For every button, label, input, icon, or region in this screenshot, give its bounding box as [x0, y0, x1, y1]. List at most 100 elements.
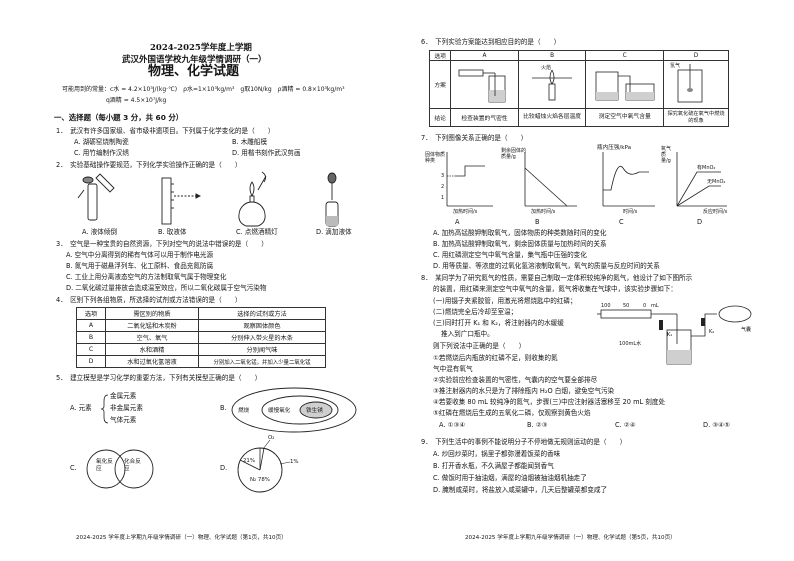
q4-header-cell: 选择的试剂或方法: [198, 307, 326, 320]
q5-d-label: 1%: [290, 459, 299, 465]
q7-b-xlabel: 加热时间/s: [531, 209, 556, 215]
q7-a-ylabel: 固体物质种类: [425, 152, 446, 164]
page-footer: 2024-2025 学年度上学期九年级学情调研（一）物理、化学试题（第1页，共1…: [76, 535, 287, 541]
graph-a: [446, 152, 493, 207]
q3-option-b: B. 氮气用于磁悬浮列车、化工原料、食品充氮防腐: [66, 262, 214, 270]
q8-step: (一)用镊子夹紧胶管，用激光将燃烧匙中的红磷；: [433, 297, 577, 305]
q5-b-label: 缓慢氧化: [268, 408, 291, 414]
q8-statement: ①若燃烧后内瓶放的红磷不足，则收集的氮: [433, 354, 558, 362]
q4-cell: 观察固体颜色: [198, 319, 326, 332]
q4-cell: 二氧化锰和木炭粉: [105, 319, 199, 332]
q7-letter: D: [697, 218, 703, 226]
q8-stem: 8． 某同学为了研究氮气的性质，需要自己制取一定体积较纯净的氮气，他设计了如下图…: [421, 274, 693, 282]
header-year: 2024-2025学年度上学期: [150, 43, 252, 53]
exam-page-right: 6． 下列实验方案能达到相应目的的是（ ） 选项 A B C D 方案: [397, 0, 794, 561]
q7-letter: C: [619, 218, 624, 226]
q9-stem: 9． 下列生活中的事例不能说明分子不停地做无规则运动的是（ ）: [421, 438, 627, 446]
q5-c-label: 化合反应: [124, 459, 141, 472]
q4-cell: 水和酒精: [105, 343, 199, 356]
graph-c: [602, 152, 655, 207]
q7-stem: 7． 下列图像关系正确的是（ ）: [421, 134, 528, 142]
overlap-circles-figure: [86, 449, 154, 489]
brace-figure: [100, 394, 109, 424]
q8-valve-label: K₂: [709, 329, 715, 335]
graph-b: [524, 152, 577, 207]
q6-row-head: 方案: [428, 60, 452, 109]
exam-page-left: 2024-2025学年度上学期 武汉外国语学校九年级学情调研（一） 物理、化学试…: [54, 43, 357, 541]
q6-col-head: C: [585, 50, 664, 61]
q7-option-d: D. 用等质量、等浓度的过氧化氢溶液制取氧气，氧气的质量与反应时间的关系: [433, 262, 660, 270]
q6-scheme-d: [663, 60, 729, 109]
q4-header-cell: 选项: [76, 307, 106, 320]
dropper-figure: [325, 172, 339, 227]
q4-header-cell: 需区别的物质: [105, 307, 199, 320]
q8-scale-label: 50: [623, 303, 630, 309]
q9-option-b: B. 打开香水瓶，不久满屋子都能闻到香气: [433, 462, 554, 470]
q6-col-head: A: [450, 50, 519, 61]
q6-conclusion: 测定空气中氧气含量: [585, 108, 664, 127]
q4-header-row: 选项 需区别的物质 选择的试剂或方法: [76, 307, 326, 320]
q7-d-ylabel: 氧气质量/g: [661, 146, 672, 164]
q5-a-item: 非金属元素: [110, 404, 143, 412]
q7-graphs: [446, 152, 727, 207]
q8-option: D. ③④⑤: [703, 421, 731, 429]
table-row: B 空气、氧气 分别伸入带火星的木条: [76, 331, 326, 344]
q3-option-c: C. 工业上用分离液态空气的方法制取氧气属于物理变化: [66, 273, 227, 281]
q4-cell: C: [76, 343, 106, 356]
q4-cell: D: [76, 355, 106, 368]
q6-scheme-b: [517, 60, 587, 109]
page-footer: 2024-2025 学年度上学期九年级学情调研（一）物理、化学试题（第5页，共1…: [465, 535, 676, 541]
q7-a-tick: 1: [441, 195, 445, 201]
q8-scale-label: 100: [601, 303, 611, 309]
q2-option-d: D. 滴加液体: [316, 228, 352, 236]
q2-stem: 2． 实验基础操作要规范，下列化学实验操作正确的是（ ）: [56, 161, 242, 169]
q5-b-title: B.: [220, 404, 227, 412]
q8-statement: ⑤红磷在燃烧后生成的五氧化二磷，仅观察到黄色火焰: [433, 409, 591, 417]
q4-cell: B: [76, 331, 106, 344]
q5-d-label: O₂: [268, 435, 275, 441]
q6-conclusion: 探究氧化硫在氧气中燃烧的现象: [663, 108, 729, 127]
table-row: D 水和过氧化氢溶液 分别加入二氧化锰，并加入少量二氧化锰: [76, 355, 326, 368]
q7-option-c: C. 用红磷测定空气中氧气含量，集气瓶中压强的变化: [433, 251, 587, 259]
q6-scheme-c: [585, 60, 664, 109]
q8-option: C. ②④: [615, 421, 636, 429]
q8-option: B. ②③: [527, 421, 548, 429]
q6-note: 火焰: [541, 65, 552, 71]
q8-step: 推入到广口瓶中。: [441, 330, 494, 338]
q7-d-xlabel: 反应时间/s: [703, 209, 728, 215]
q2-option-c: C. 点燃酒精灯: [236, 228, 278, 236]
q7-a-tick: 3: [441, 173, 445, 179]
q4-stem: 4． 区别下列各组物质，所选择的试剂或方法错误的是（ ）: [56, 296, 242, 304]
cylinder-figure: [161, 177, 202, 225]
q8-stem-2: 的装置，用红磷来测定空气中氧气的含量，氮气将收集在气球中，该实验步骤如下：: [433, 285, 677, 293]
q1-option-b: B. 木雕船模: [232, 138, 268, 146]
q7-option-a: A. 加热高锰酸钾制取氧气，固体物质的种类数随时间的变化: [433, 229, 607, 237]
q1-option-d: D. 用楷书刻作武汉剪画: [232, 149, 301, 157]
q6-conclusion: 检查装置的气密性: [450, 108, 519, 127]
q3-stem: 3． 空气是一种宝贵的自然资源，下列对空气的说法中错误的是（ ）: [56, 240, 268, 248]
q7-c-xlabel: 时间/s: [623, 209, 638, 215]
constants-line-2: q酒精 = 4.5×10⁷J/kg: [106, 97, 167, 104]
q5-c-label: 氧化反应: [96, 459, 113, 472]
q5-a-item: 金属元素: [110, 392, 137, 400]
combustion-figure: [677, 63, 703, 102]
q7-a-xlabel: 加热时间/s: [453, 209, 478, 215]
q1-option-a: A. 湖砺窑烧制陶瓷: [74, 138, 129, 146]
q3-option-d: D. 二氧化碳过量排放会造成温室效应，所以二氧化碳属于空气污染物: [66, 284, 267, 292]
q5-a-title: A. 元素: [70, 404, 92, 412]
q8-valve-label: K₁: [667, 332, 673, 338]
q5-b-label: 燃烧: [238, 408, 250, 414]
q3-option-a: A. 空气中分离得到的稀有气体可以用于制作电光源: [66, 251, 214, 259]
q6-stem: 6． 下列实验方案能达到相应目的的是（ ）: [421, 38, 561, 46]
q5-d-title: D.: [220, 464, 228, 472]
airtight-check-figure: [458, 69, 505, 102]
q7-d-series: 无MnO₂: [707, 179, 726, 185]
lamp-figure: [238, 171, 267, 227]
q6-scheme-a: [450, 60, 519, 109]
q7-d-series: 有MnO₂: [697, 165, 716, 171]
q8-scale-label: 0: [643, 303, 647, 309]
table-row: 结论 检查装置的气密性 比较蜡烛火焰各层温度 测定空气中氧气含量 探究氧化硫在氧…: [428, 108, 729, 127]
q5-stem: 5． 建立模型是学习化学的重要方法，下列有关模型正确的是（ ）: [56, 374, 262, 382]
q8-step: (三)同时打开 K₁ 和 K₂，将注射器内的水缓缓: [433, 319, 564, 327]
q8-apparatus: [597, 305, 752, 365]
